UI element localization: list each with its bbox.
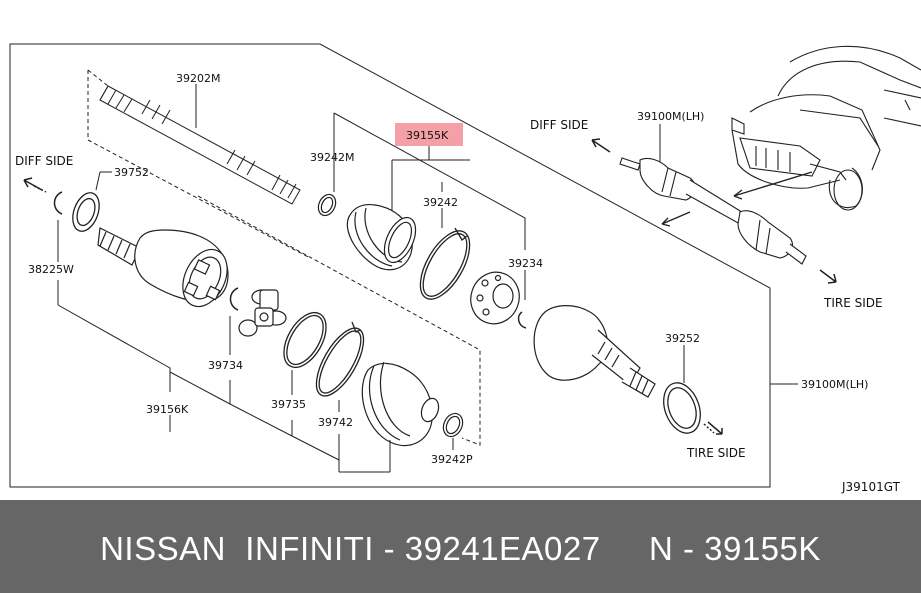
- arrow-tire-side-bottom: [703, 421, 723, 435]
- boot-inner: [361, 361, 440, 447]
- callout-39735: 39735: [271, 398, 306, 411]
- callout-39234: 39234: [508, 257, 543, 270]
- callout-39742: 39742: [318, 416, 353, 429]
- callout-38225w: 38225W: [28, 263, 74, 276]
- clamp-39742: [315, 321, 365, 397]
- snap-ring-39734: [229, 287, 239, 311]
- callout-39155k: 39155K: [406, 129, 449, 142]
- label-diff-side-left: DIFF SIDE: [15, 154, 73, 168]
- callout-39242: 39242: [423, 196, 458, 209]
- shaft-39202m: [87, 69, 311, 259]
- arrow-diff-side-left: [23, 177, 47, 193]
- footer-part-number: NISSAN INFINITI - 39241EA027 N - 39155K: [100, 530, 821, 567]
- clamp-39242: [419, 227, 471, 300]
- bracket-39156k: [57, 304, 391, 473]
- outer-joint-assembly: [533, 305, 656, 398]
- snap-ring-38225w: [53, 191, 63, 215]
- joint-hub: [470, 271, 520, 325]
- tripod-joint: [238, 289, 287, 337]
- drive-shaft-assembly: [619, 157, 807, 265]
- seal-39752: [72, 192, 100, 232]
- callout-39202m: 39202M: [176, 72, 220, 85]
- arrow-diff-side-top: [591, 138, 611, 153]
- label-tire-side-right: TIRE SIDE: [823, 296, 883, 310]
- diagram-code: J39101GT: [841, 480, 901, 494]
- boot-39155k: [346, 203, 417, 271]
- highlight-39155k: [395, 123, 463, 146]
- callout-39752: 39752: [114, 166, 149, 179]
- clamp-39242m: [317, 193, 337, 217]
- callout-39734: 39734: [208, 359, 243, 372]
- label-diff-side-top: DIFF SIDE: [530, 118, 588, 132]
- callout-39252: 39252: [665, 332, 700, 345]
- footer-bar: NISSAN INFINITI - 39241EA027 N - 39155K: [0, 500, 921, 593]
- inner-joint-housing: [97, 227, 229, 308]
- diagram-frame: [9, 43, 771, 488]
- ring-39252: [663, 382, 701, 434]
- callout-39156k: 39156K: [146, 403, 189, 416]
- clamp-39242p: [442, 412, 464, 438]
- callout-39100m-lh-right: 39100M(LH): [801, 378, 868, 391]
- callout-39242p: 39242P: [431, 453, 473, 466]
- ring-39735: [283, 312, 327, 368]
- label-tire-side-bottom: TIRE SIDE: [686, 446, 746, 460]
- parts-diagram: 39202M 39242M 39155K 39242 39234: [9, 43, 921, 494]
- arrow-tire-side-right: [819, 269, 837, 284]
- vehicle-illustration: [731, 45, 921, 211]
- callout-39100m-lh-top: 39100M(LH): [637, 110, 704, 123]
- callout-39242m: 39242M: [310, 151, 354, 164]
